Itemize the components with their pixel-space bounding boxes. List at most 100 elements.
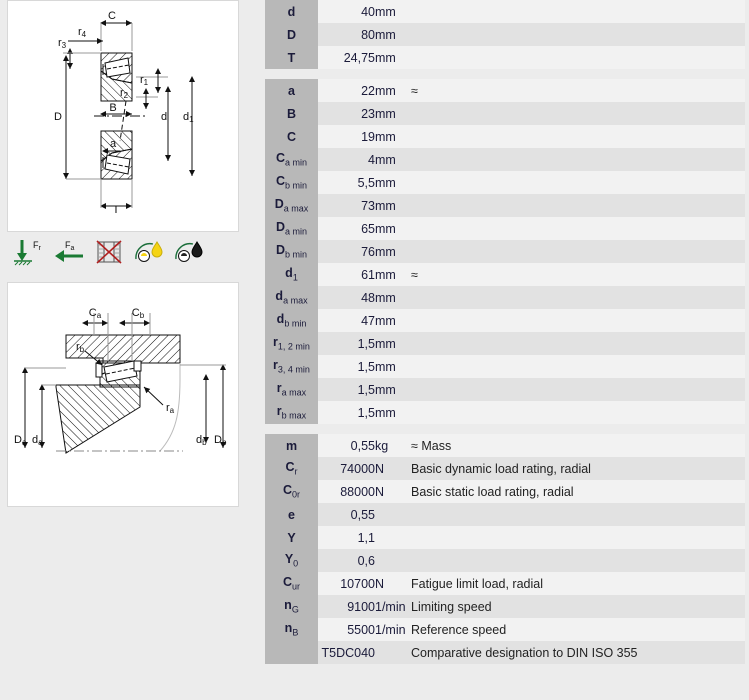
row-label bbox=[265, 641, 318, 664]
row-label: Db min bbox=[265, 240, 318, 263]
row-unit: mm bbox=[375, 355, 411, 378]
label-r1: r1 bbox=[140, 74, 149, 87]
row-label: a bbox=[265, 79, 318, 102]
row-description bbox=[411, 378, 745, 401]
row-description bbox=[411, 125, 745, 148]
row-unit: mm bbox=[375, 286, 411, 309]
row-label: nG bbox=[265, 595, 318, 618]
label-a: a bbox=[110, 138, 117, 150]
row-description bbox=[411, 503, 745, 526]
row-unit: mm bbox=[375, 401, 411, 424]
row-label: B bbox=[265, 102, 318, 125]
row-value: 22 bbox=[318, 79, 375, 102]
row-unit: mm bbox=[375, 46, 411, 69]
row-description bbox=[411, 355, 745, 378]
row-description bbox=[411, 526, 745, 549]
row-value: 1,5 bbox=[318, 401, 375, 424]
row-label: Da min bbox=[265, 217, 318, 240]
not-sealed-icon bbox=[93, 237, 126, 267]
row-unit bbox=[375, 641, 411, 664]
row-description: Reference speed bbox=[411, 618, 745, 641]
row-label: d1 bbox=[265, 263, 318, 286]
row-value: 5,5 bbox=[318, 171, 375, 194]
row-label: ra max bbox=[265, 378, 318, 401]
label-r3: r3 bbox=[58, 37, 67, 50]
row-unit: mm bbox=[375, 23, 411, 46]
row-value: 4 bbox=[318, 148, 375, 171]
row-unit: 1/min bbox=[375, 595, 411, 618]
label-T: T bbox=[113, 204, 120, 216]
axial-load-icon: Fa bbox=[53, 237, 86, 267]
grease-lubrication-icon bbox=[173, 237, 206, 267]
row-value: 76 bbox=[318, 240, 375, 263]
row-description bbox=[411, 401, 745, 424]
row-unit: N bbox=[375, 480, 411, 503]
radial-load-icon: Fr bbox=[13, 237, 46, 267]
label-Cb: Cb bbox=[132, 307, 145, 320]
bearing-cross-section-drawing: C r4 r3 r1 r2 B D d d1 a T bbox=[54, 10, 195, 216]
row-label: r3, 4 min bbox=[265, 355, 318, 378]
row-description: Limiting speed bbox=[411, 595, 745, 618]
label-C: C bbox=[108, 10, 116, 22]
row-unit: kg bbox=[375, 434, 411, 457]
row-description bbox=[411, 332, 745, 355]
drawings-column: C r4 r3 r1 r2 B D d d1 a T bbox=[7, 0, 239, 507]
row-value: 1,5 bbox=[318, 378, 375, 401]
mounting-dimensions-panel: Ca Cb rb ra Da da db Db bbox=[7, 282, 239, 507]
row-label: e bbox=[265, 503, 318, 526]
row-label: db min bbox=[265, 309, 318, 332]
row-unit: mm bbox=[375, 309, 411, 332]
row-label: rb max bbox=[265, 401, 318, 424]
row-description bbox=[411, 171, 745, 194]
label-db: db bbox=[196, 434, 207, 447]
row-value: 1,5 bbox=[318, 332, 375, 355]
row-value: 19 bbox=[318, 125, 375, 148]
row-label: D bbox=[265, 23, 318, 46]
row-description: ≈ bbox=[411, 263, 745, 286]
row-description bbox=[411, 217, 745, 240]
row-description bbox=[411, 0, 745, 23]
row-description bbox=[411, 148, 745, 171]
row-description: Basic static load rating, radial bbox=[411, 480, 745, 503]
row-unit: mm bbox=[375, 125, 411, 148]
row-description bbox=[411, 309, 745, 332]
row-value: 61 bbox=[318, 263, 375, 286]
row-label: Cur bbox=[265, 572, 318, 595]
label-Da: Da bbox=[14, 434, 27, 447]
row-value: 65 bbox=[318, 217, 375, 240]
row-label: Y bbox=[265, 526, 318, 549]
svg-text:Fa: Fa bbox=[65, 240, 75, 252]
label-r4: r4 bbox=[78, 26, 87, 39]
row-description bbox=[411, 102, 745, 125]
row-description bbox=[411, 23, 745, 46]
row-unit: mm bbox=[375, 332, 411, 355]
label-Ca: Ca bbox=[89, 307, 102, 320]
row-unit: mm bbox=[375, 263, 411, 286]
row-label: C bbox=[265, 125, 318, 148]
label-d: d bbox=[161, 111, 167, 123]
row-unit: mm bbox=[375, 102, 411, 125]
row-description bbox=[411, 194, 745, 217]
